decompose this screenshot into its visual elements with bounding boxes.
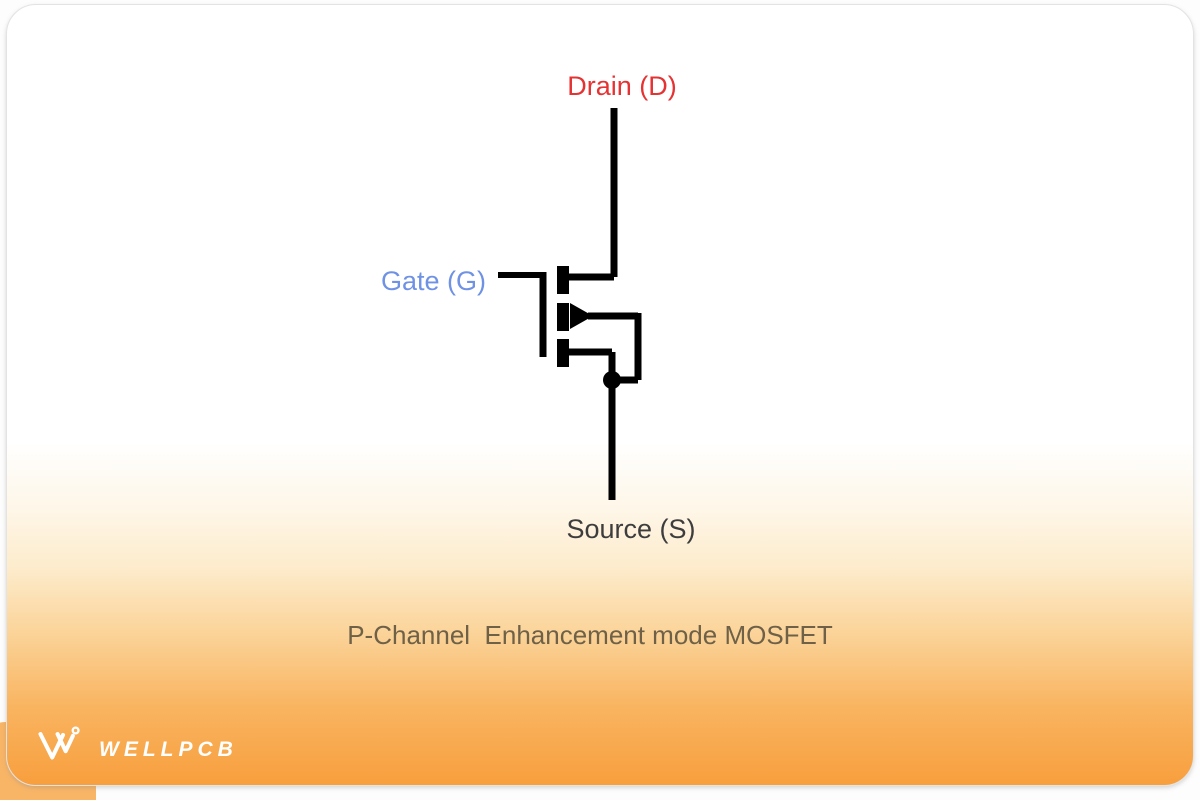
wellpcb-logo-text: WELLPCB <box>99 737 238 761</box>
wellpcb-logo[interactable]: WELLPCB <box>36 722 238 771</box>
wellpcb-w-icon <box>36 722 90 771</box>
source-terminal-label: Source (S) <box>566 514 696 544</box>
diagram-caption: P-Channel Enhancement mode MOSFET <box>347 620 833 650</box>
gate-terminal-label: Gate (G) <box>380 266 486 296</box>
drain-terminal-label: Drain (D) <box>567 71 677 101</box>
diagram-card <box>6 4 1194 786</box>
